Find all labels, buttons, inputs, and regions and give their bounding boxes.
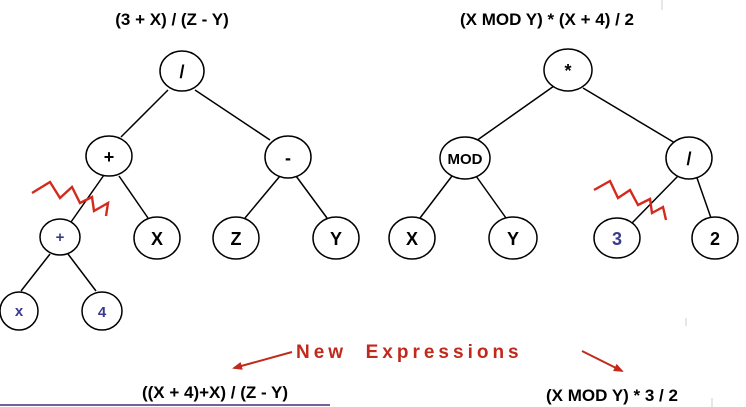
- new-expressions-caption-group: New Expressions: [232, 342, 624, 372]
- node-new-4-label: 4: [98, 304, 107, 321]
- left-expression-title: (3 + X) / (Z - Y): [115, 10, 229, 29]
- node-leaf-z-label: Z: [231, 229, 242, 249]
- node-new-4: [81, 291, 123, 331]
- node-leaf-z: [212, 216, 260, 260]
- edge: [475, 85, 555, 142]
- node-root-multiply: [543, 48, 593, 92]
- node-minus-label: -: [285, 148, 291, 168]
- edge: [67, 253, 97, 292]
- edge: [120, 89, 169, 138]
- edge: [244, 175, 281, 219]
- node-plus-label: +: [104, 147, 115, 167]
- node-new-plus-label: +: [56, 229, 65, 246]
- node-mod-label: MOD: [448, 151, 483, 168]
- arrow-left: [232, 351, 293, 370]
- edge: [194, 89, 271, 141]
- edge: [118, 175, 149, 219]
- node-new-3: [593, 217, 641, 259]
- node-new-x-label: x: [15, 303, 24, 320]
- node-new-x: [0, 291, 39, 331]
- node-leaf-y-label: Y: [330, 229, 342, 249]
- node-root-divide-label: /: [179, 62, 184, 82]
- node-minus: [264, 135, 312, 179]
- edge: [295, 175, 328, 219]
- edge: [475, 175, 507, 219]
- node-leaf-y-label: Y: [507, 229, 519, 249]
- node-leaf-y: [312, 216, 360, 260]
- right-expression-title: (X MOD Y) * (X + 4) / 2: [460, 10, 634, 29]
- node-divide: [665, 136, 713, 180]
- node-leaf-2-label: 2: [710, 229, 720, 249]
- node-plus: [85, 135, 133, 177]
- result-left-expression: ((X + 4)+X) / (Z - Y): [142, 383, 288, 402]
- edge: [419, 175, 453, 219]
- edge: [20, 253, 51, 292]
- node-root-divide: [159, 50, 205, 92]
- edge: [696, 177, 712, 219]
- edge: [582, 87, 676, 144]
- new-expressions-caption: New Expressions: [296, 342, 523, 363]
- node-new-plus: [39, 218, 81, 256]
- node-divide-label: /: [686, 149, 691, 169]
- cut-mark-right: [593, 179, 668, 221]
- node-leaf-x: [388, 216, 436, 260]
- node-leaf-2: [691, 216, 739, 260]
- result-right-expression: (X MOD Y) * 3 / 2: [546, 386, 678, 405]
- node-new-3-label: 3: [612, 229, 622, 249]
- node-leaf-x: [133, 216, 181, 260]
- arrow-right: [581, 350, 624, 372]
- node-leaf-y: [488, 216, 538, 260]
- node-leaf-x-label: X: [151, 229, 163, 249]
- cut-mark-left: [31, 180, 110, 217]
- right-tree: (X MOD Y) * (X + 4) / 2 * MOD / X Y 3 2: [388, 0, 739, 407]
- node-mod: [439, 136, 491, 180]
- left-tree: (3 + X) / (Z - Y) / + - + X Z Y x 4: [0, 10, 360, 331]
- node-leaf-x-label: X: [406, 229, 418, 249]
- edge: [630, 175, 679, 225]
- node-root-multiply-label: *: [564, 61, 571, 81]
